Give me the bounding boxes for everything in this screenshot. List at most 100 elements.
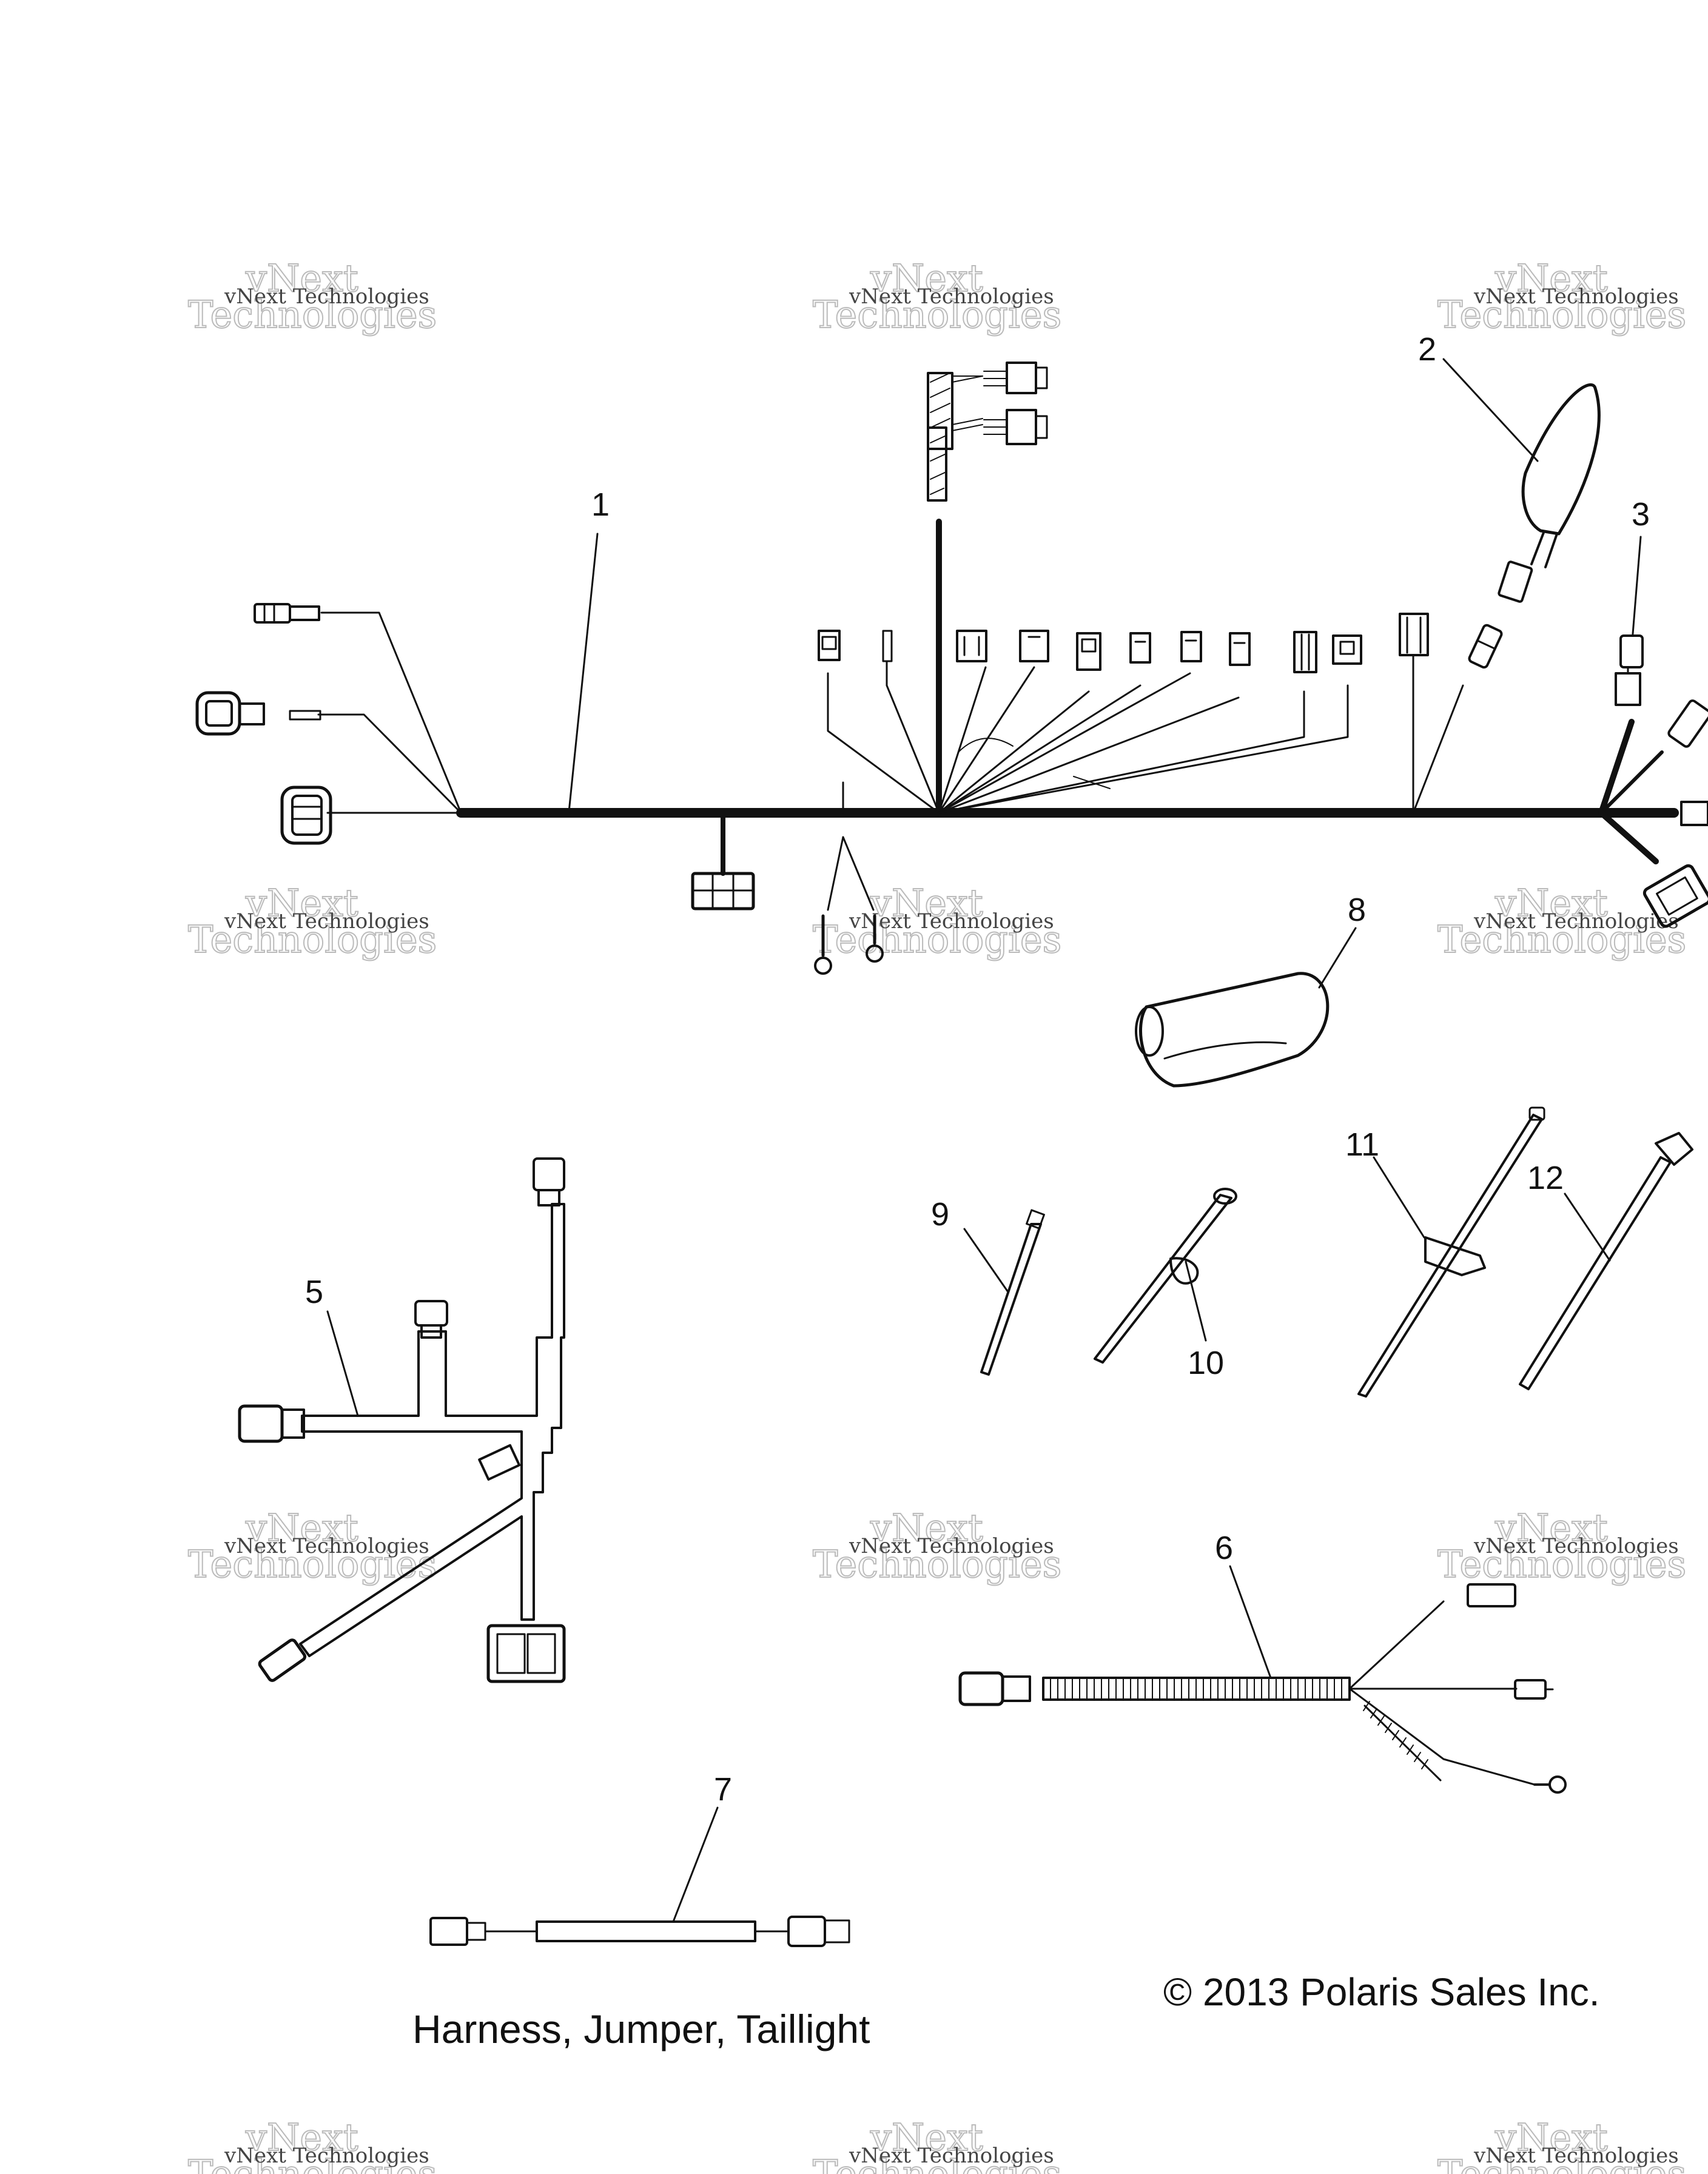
watermark-text: vNext Technologies: [224, 284, 429, 309]
connector: [238, 1404, 305, 1443]
watermark-text-overlay: vNext: [245, 256, 358, 300]
connector: [958, 1671, 1031, 1706]
relay-sleeve: [1498, 383, 1601, 603]
connector: [414, 1300, 448, 1339]
watermark: Technologies vNext vNext Technologies: [187, 880, 437, 962]
watermark-text-overlay: vNext: [870, 881, 983, 925]
connector: [533, 1157, 565, 1206]
callout-7: 7: [714, 1771, 732, 1808]
harness-part-6: [958, 1583, 1567, 1794]
watermark-text: vNext Technologies: [849, 1534, 1054, 1558]
connector: [787, 1916, 850, 1947]
cable-tie-with-clip: [1519, 1132, 1693, 1390]
watermark-text-large: Technologies: [813, 292, 1061, 337]
fuse-block-connector: [691, 872, 755, 910]
ring-terminal: [814, 914, 832, 975]
connector: [1615, 634, 1644, 706]
connector: [280, 786, 332, 845]
watermark-text-overlay: vNext: [1494, 1506, 1608, 1550]
watermark: Technologies vNext vNext Technologies: [1437, 255, 1687, 337]
cable-tie: [980, 1209, 1045, 1376]
watermark-text-overlay: vNext: [870, 256, 983, 300]
connector: [1399, 613, 1429, 656]
watermark-text-large: Technologies: [813, 2152, 1061, 2174]
harness-lead: [1412, 684, 1464, 814]
watermark-text-large: Technologies: [188, 1542, 437, 1586]
watermark: Technologies vNext vNext Technologies: [1437, 2115, 1687, 2174]
watermark-text: vNext Technologies: [224, 1534, 429, 1558]
callout-8: 8: [1348, 892, 1366, 928]
connector: [1514, 1679, 1554, 1700]
watermark-text-overlay: vNext: [1494, 881, 1608, 925]
watermark-text: vNext Technologies: [1473, 1534, 1679, 1558]
watermark-text: vNext Technologies: [1473, 909, 1679, 934]
main-harness: [195, 362, 1708, 975]
callout-10: 10: [1188, 1345, 1224, 1381]
watermark-text-overlay: vNext: [245, 881, 358, 925]
jumper-harness: [429, 1916, 850, 1947]
watermark-text-overlay: vNext: [870, 2115, 983, 2159]
connector: [1642, 864, 1708, 928]
connector: [1180, 631, 1202, 662]
watermark-text-large: Technologies: [1437, 1542, 1686, 1586]
connector: [258, 1638, 307, 1682]
watermark-text: vNext Technologies: [849, 2144, 1054, 2168]
harness-lead: [320, 611, 462, 814]
connector: [1680, 801, 1708, 826]
watermark: Technologies vNext vNext Technologies: [1437, 1505, 1687, 1587]
watermark-text: vNext Technologies: [224, 909, 429, 934]
watermark-text-large: Technologies: [813, 1542, 1061, 1586]
watermark-grid: Technologies vNext vNext Technologies Te…: [187, 255, 1687, 2174]
loom-sleeve: [1135, 972, 1330, 1088]
watermark: Technologies vNext vNext Technologies: [812, 2115, 1062, 2174]
watermark: Technologies vNext vNext Technologies: [812, 1505, 1062, 1587]
watermark-text-overlay: vNext: [1494, 256, 1608, 300]
watermark-text-large: Technologies: [188, 917, 437, 961]
connector: [956, 630, 987, 662]
callout-2: 2: [1418, 331, 1436, 368]
connector: [983, 362, 1048, 394]
watermark-text-overlay: vNext: [1494, 2115, 1608, 2159]
connector: [195, 691, 321, 736]
ring-terminal: [1533, 1775, 1567, 1794]
watermark: Technologies vNext vNext Technologies: [812, 880, 1062, 962]
callout-6: 6: [1215, 1530, 1233, 1566]
harness-lead: [317, 713, 462, 814]
callout-11: 11: [1345, 1126, 1379, 1163]
watermark-text: vNext Technologies: [849, 909, 1054, 934]
harness-lead: [842, 836, 875, 911]
connector: [1076, 632, 1101, 671]
harness-lead: [1599, 750, 1664, 815]
watermark: Technologies vNext vNext Technologies: [1437, 880, 1687, 962]
watermark-text-overlay: vNext: [245, 1506, 358, 1550]
watermark-text-large: Technologies: [1437, 917, 1686, 961]
watermark-text: vNext Technologies: [224, 2144, 429, 2168]
watermark-text-overlay: vNext: [245, 2115, 358, 2159]
callout-5: 5: [305, 1274, 323, 1310]
callout-labels: 1 2 3 5 6 7 8 9 10 11 12: [305, 331, 1650, 1808]
watermark-text-large: Technologies: [1437, 2152, 1686, 2174]
connector: [1293, 631, 1317, 673]
connector: [478, 1444, 521, 1481]
watermark-text-overlay: vNext: [870, 1506, 983, 1550]
watermark: Technologies vNext vNext Technologies: [187, 255, 437, 337]
connector-sleeve: [927, 372, 983, 502]
watermark-text-large: Technologies: [188, 292, 437, 337]
callout-1: 1: [591, 486, 610, 523]
watermark-text-large: Technologies: [188, 2152, 437, 2174]
harness-lead: [827, 836, 844, 911]
connector: [254, 603, 320, 624]
watermark-text-large: Technologies: [813, 917, 1061, 961]
watermark-text-large: Technologies: [1437, 292, 1686, 337]
callout-leaders: [326, 358, 1642, 1923]
harness-lead: [1598, 810, 1659, 864]
connector: [1467, 1583, 1516, 1607]
connector: [1468, 624, 1503, 669]
harness-part-5: [238, 1157, 566, 1683]
watermark: Technologies vNext vNext Technologies: [187, 2115, 437, 2174]
watermark-text: vNext Technologies: [1473, 2144, 1679, 2168]
connector: [1229, 632, 1251, 666]
callout-12: 12: [1527, 1160, 1564, 1196]
watermark: Technologies vNext vNext Technologies: [187, 1505, 437, 1587]
